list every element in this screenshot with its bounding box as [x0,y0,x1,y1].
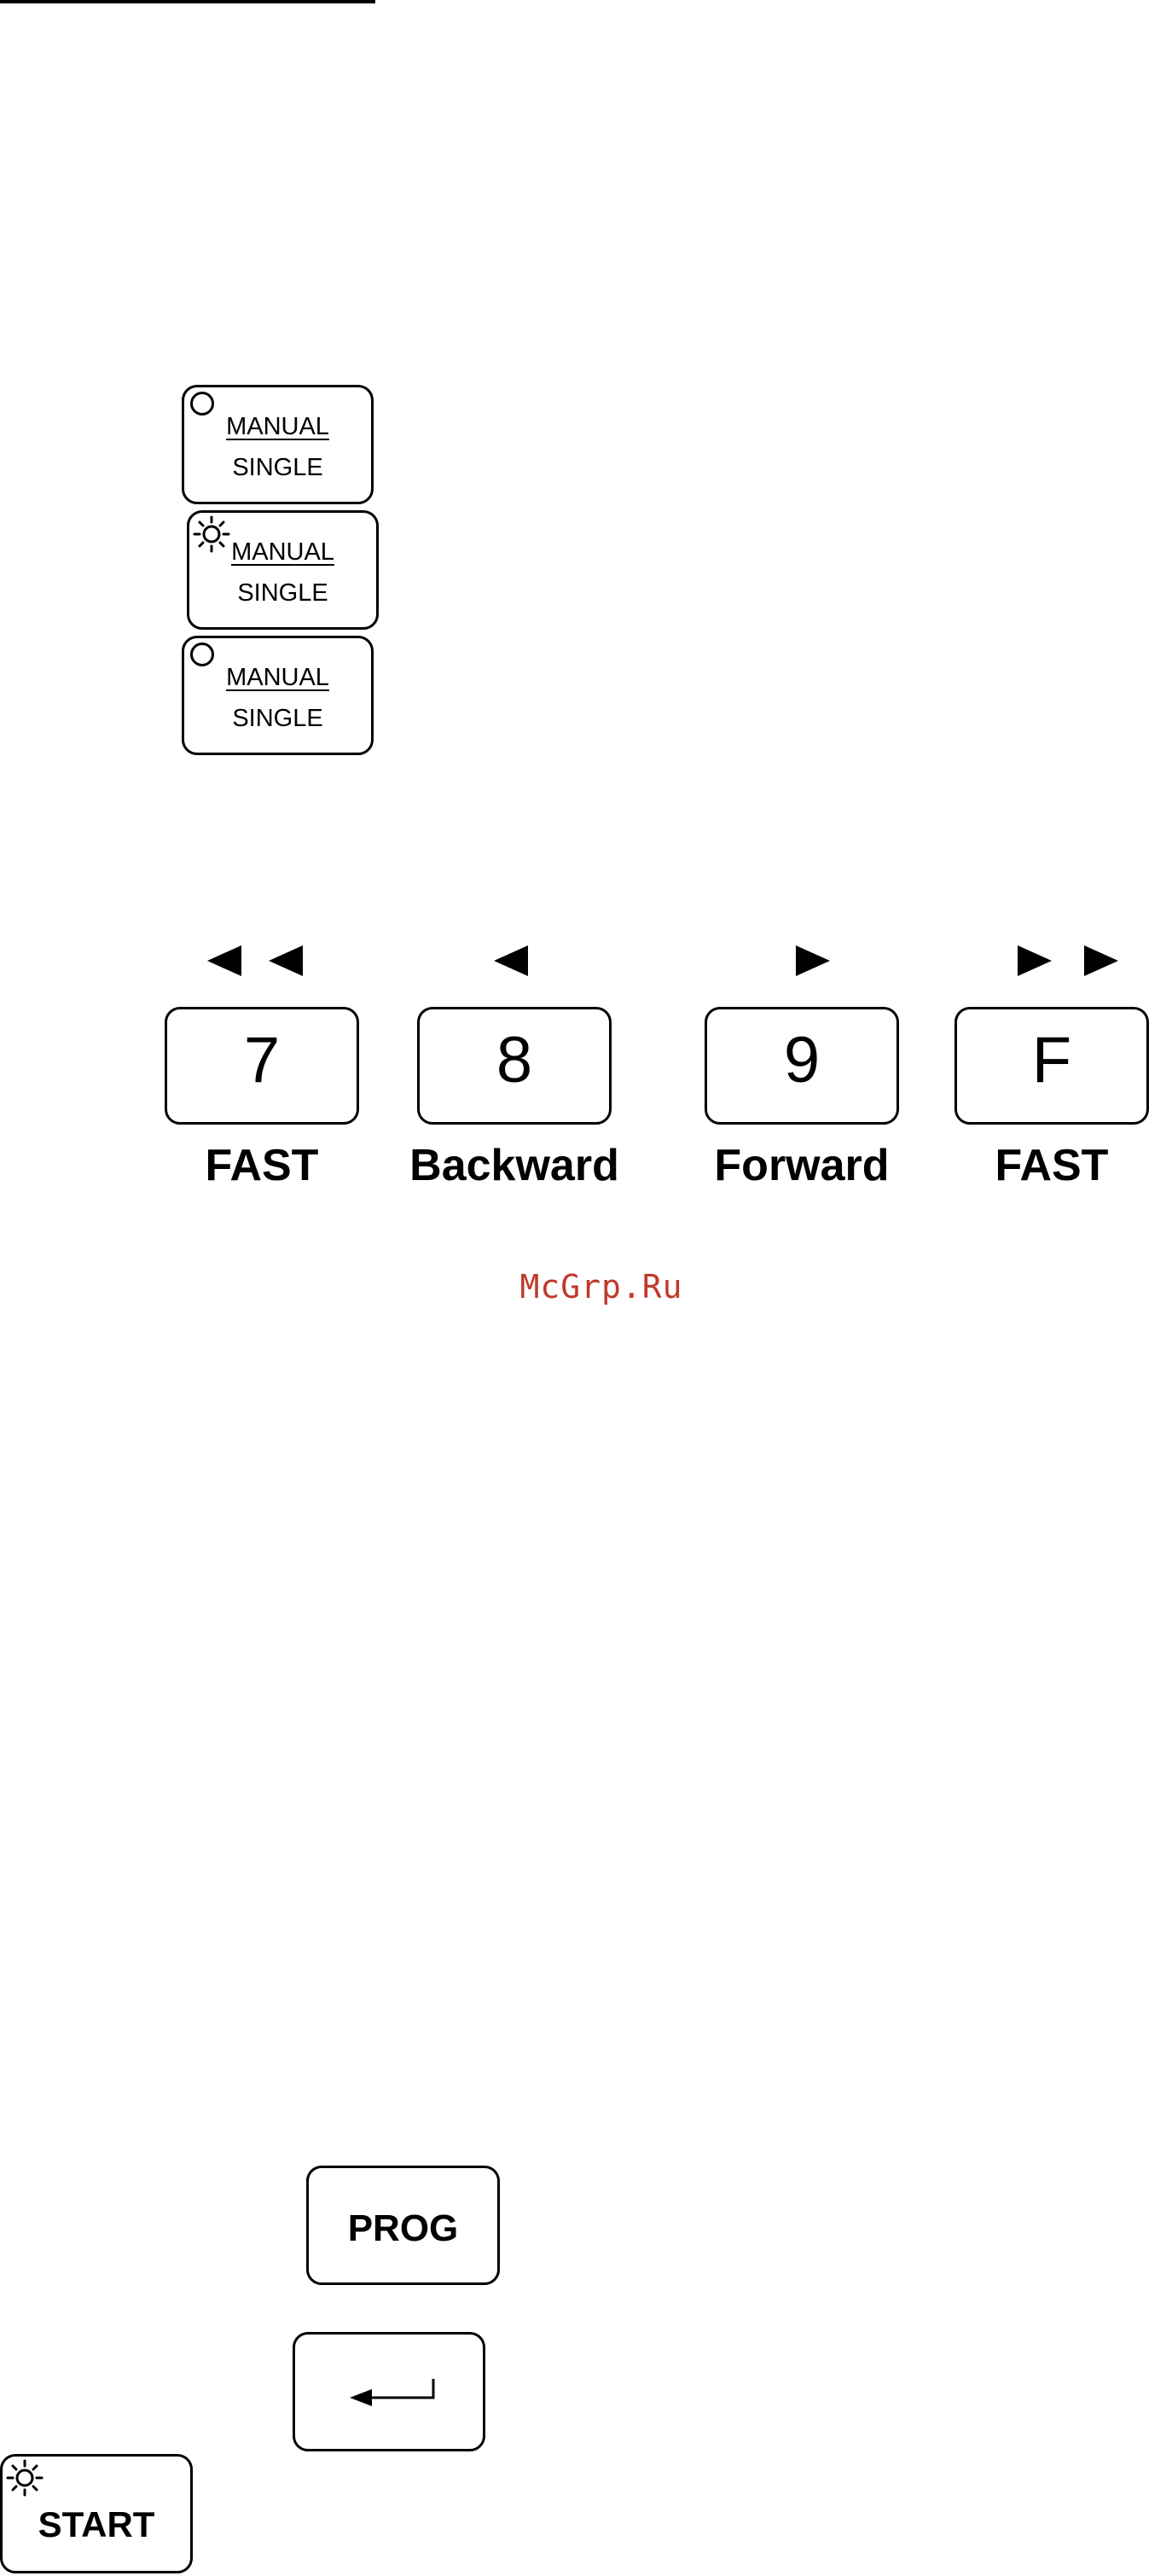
led-on-icon [5,2458,44,2497]
prog-key[interactable]: PROG [306,2166,500,2285]
enter-arrow-icon [343,2377,440,2411]
caption-fast-forward: FAST [924,1143,1172,1188]
manual-single-key-led-off-2[interactable]: MANUAL SINGLE [182,636,374,755]
caption-fast-backward: FAST [134,1143,390,1188]
key-9-forward[interactable]: 9 [705,1007,899,1125]
top-rule [0,0,375,3]
single-label: SINGLE [184,454,371,482]
manual-single-key-led-off[interactable]: MANUAL SINGLE [182,385,374,504]
manual-label: MANUAL [184,664,371,692]
key-digit: 7 [167,1028,357,1093]
key-7-fast-backward[interactable]: 7 [165,1007,359,1125]
caption-backward: Backward [386,1143,642,1188]
watermark: McGrp.Ru [478,1268,725,1305]
single-label: SINGLE [189,579,376,608]
key-digit: 8 [420,1028,609,1093]
manual-label: MANUAL [184,413,371,441]
left-arrow-icon [490,944,530,978]
manual-label: MANUAL [189,538,376,567]
led-off-icon [190,643,214,666]
enter-key[interactable] [293,2332,485,2451]
start-key[interactable]: START [0,2454,193,2573]
caption-forward: Forward [674,1143,930,1188]
prog-label: PROG [309,2207,497,2250]
start-label: START [3,2504,190,2545]
key-digit: 9 [707,1028,896,1093]
single-label: SINGLE [184,705,371,733]
double-left-arrow-icon [202,944,313,978]
key-digit: F [957,1028,1146,1093]
key-f-fast-forward[interactable]: F [954,1007,1149,1125]
key-8-backward[interactable]: 8 [417,1007,612,1125]
manual-single-key-led-on[interactable]: MANUAL SINGLE [187,510,379,630]
led-off-icon [190,392,214,416]
double-right-arrow-icon [1014,944,1125,978]
right-arrow-icon [794,944,833,978]
